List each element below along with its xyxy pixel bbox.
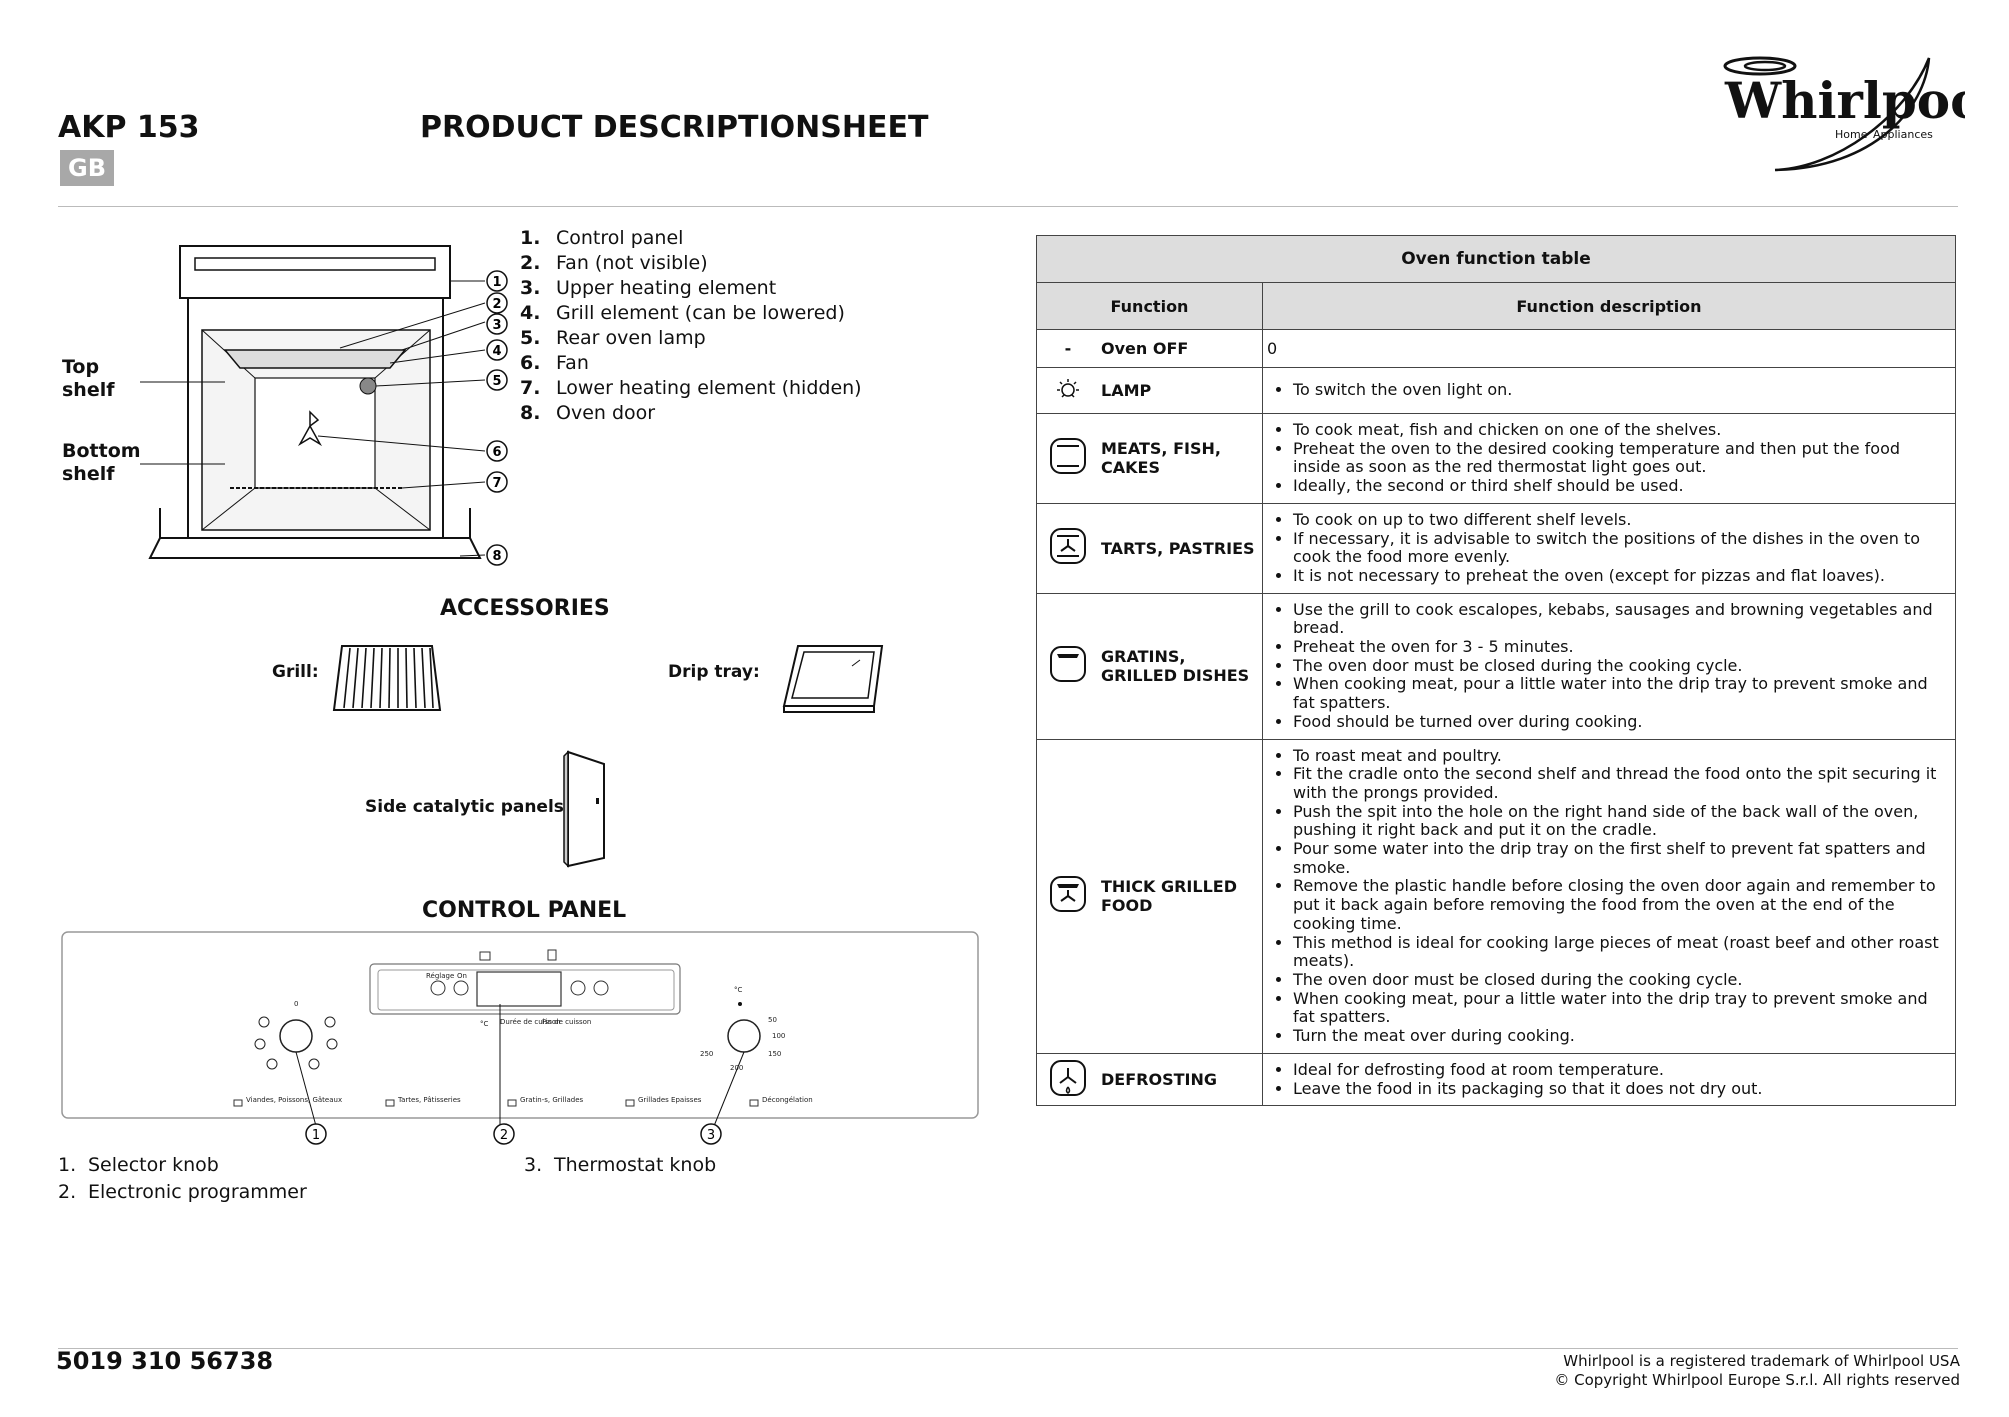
celsius-right-text: °C — [734, 986, 743, 994]
column-header-description: Function description — [1262, 282, 1956, 330]
control-panel-diagram: Réglage On °C Durée de cuisson Fin de cu… — [61, 931, 979, 1145]
column-header-function: Function — [1036, 282, 1263, 330]
callout-5: 5 — [492, 374, 501, 389]
temp-200: 200 — [730, 1064, 743, 1072]
callout-3: 3 — [492, 318, 501, 333]
callout-1: 1 — [492, 275, 501, 290]
language-badge: GB — [60, 150, 114, 186]
table-row: - Oven OFF 0 — [1036, 329, 1956, 368]
temp-100: 100 — [772, 1032, 785, 1040]
table-row: THICK GRILLED FOOD To roast meat and pou… — [1036, 738, 1956, 1054]
oven-function-table: Oven function table Function Function de… — [1036, 235, 1956, 1107]
table-row: GRATINS, GRILLED DISHES Use the grill to… — [1036, 592, 1956, 740]
list-item: 1.Control panel — [520, 227, 684, 249]
thick-grilled-icon — [1036, 738, 1099, 1054]
cp-callout-3: 3 — [707, 1128, 715, 1143]
control-panel-list-right: 3.Thermostat knob — [524, 1152, 716, 1179]
parts-list: 1.Control panel 2.Fan (not visible) 3.Up… — [520, 226, 862, 426]
table-row: DEFROSTING Ideal for defrosting food at … — [1036, 1052, 1956, 1107]
reglage-text: Réglage — [426, 972, 454, 980]
drip-tray-label: Drip tray: — [668, 662, 760, 682]
legal-notice: Whirlpool is a registered trademark of W… — [1554, 1352, 1960, 1389]
tarts-pastries-icon — [1036, 502, 1099, 594]
grill-label: Grill: — [272, 662, 319, 682]
lamp-icon — [1036, 367, 1099, 414]
duree-text: Durée de cuisson — [500, 1018, 561, 1026]
callout-4: 4 — [492, 344, 501, 359]
temp-50: 50 — [768, 1016, 777, 1024]
cp-callout-1: 1 — [312, 1128, 320, 1143]
side-catalytic-panel-image — [563, 750, 605, 868]
callout-7: 7 — [492, 476, 501, 491]
celsius-left-text: °C — [480, 1020, 489, 1028]
control-panel-heading: CONTROL PANEL — [422, 898, 627, 923]
product-code: 5019 310 56738 — [56, 1347, 274, 1375]
callout-2: 2 — [492, 297, 501, 312]
table-row: LAMP To switch the oven light on. — [1036, 367, 1956, 414]
whirlpool-logo: Whirlpool Home Appliances — [1723, 56, 1965, 172]
callout-6: 6 — [492, 445, 501, 460]
list-item: 3.Thermostat knob — [524, 1154, 717, 1176]
list-item: 8.Oven door — [520, 402, 656, 424]
brand-sub-appliances: Appliances — [1873, 128, 1933, 141]
brand-wordmark: Whirlpool — [1724, 71, 1965, 130]
accessories-heading: ACCESSORIES — [440, 596, 610, 621]
dash-icon: - — [1036, 329, 1099, 368]
side-panels-label: Side catalytic panels: — [365, 797, 571, 817]
table-row: TARTS, PASTRIES To cook on up to two dif… — [1036, 502, 1956, 594]
brand-sub-home: Home — [1835, 128, 1868, 141]
mode-5: Décongélation — [762, 1096, 813, 1104]
oven-diagram: 1 2 3 4 5 6 7 8 — [140, 245, 508, 566]
gratins-grilled-icon — [1036, 592, 1099, 740]
callout-8: 8 — [492, 549, 501, 564]
table-row: MEATS, FISH, CAKES To cook meat, fish an… — [1036, 413, 1956, 504]
grill-accessory-image — [332, 645, 442, 711]
document-title: PRODUCT DESCRIPTIONSHEET — [420, 110, 929, 145]
fin-text: Fin de cuisson — [542, 1018, 591, 1026]
bottom-shelf-label: Bottom shelf — [62, 440, 141, 485]
top-shelf-label: Top shelf — [62, 356, 115, 401]
list-item: 7.Lower heating element (hidden) — [520, 377, 862, 399]
list-item: 5.Rear oven lamp — [520, 327, 706, 349]
list-item: 3.Upper heating element — [520, 277, 777, 299]
on-text: On — [457, 972, 467, 980]
list-item: 6.Fan — [520, 352, 589, 374]
model-number: AKP 153 — [58, 110, 200, 145]
temp-250: 250 — [700, 1050, 713, 1058]
control-panel-list-left: 1.Selector knob 2.Electronic programmer — [58, 1152, 307, 1206]
mode-1: Viandes, Poissons, Gâteaux — [246, 1096, 342, 1104]
list-item: 1.Selector knob — [58, 1154, 219, 1176]
list-item: 4.Grill element (can be lowered) — [520, 302, 845, 324]
meats-fish-cakes-icon — [1036, 413, 1099, 504]
mode-3: Gratin-s, Grillades — [520, 1096, 584, 1104]
cp-callout-2: 2 — [500, 1128, 508, 1143]
footer-divider — [58, 1348, 1958, 1349]
mode-2: Tartes, Pâtisseries — [397, 1096, 461, 1104]
temp-150: 150 — [768, 1050, 781, 1058]
zero-text: 0 — [294, 1000, 298, 1008]
defrosting-icon — [1036, 1052, 1099, 1107]
list-item: 2.Electronic programmer — [58, 1181, 307, 1203]
mode-4: Grillades Epaisses — [638, 1096, 702, 1104]
header-divider — [58, 206, 1958, 207]
list-item: 2.Fan (not visible) — [520, 252, 708, 274]
drip-tray-accessory-image — [782, 645, 884, 713]
table-caption: Oven function table — [1036, 235, 1956, 283]
